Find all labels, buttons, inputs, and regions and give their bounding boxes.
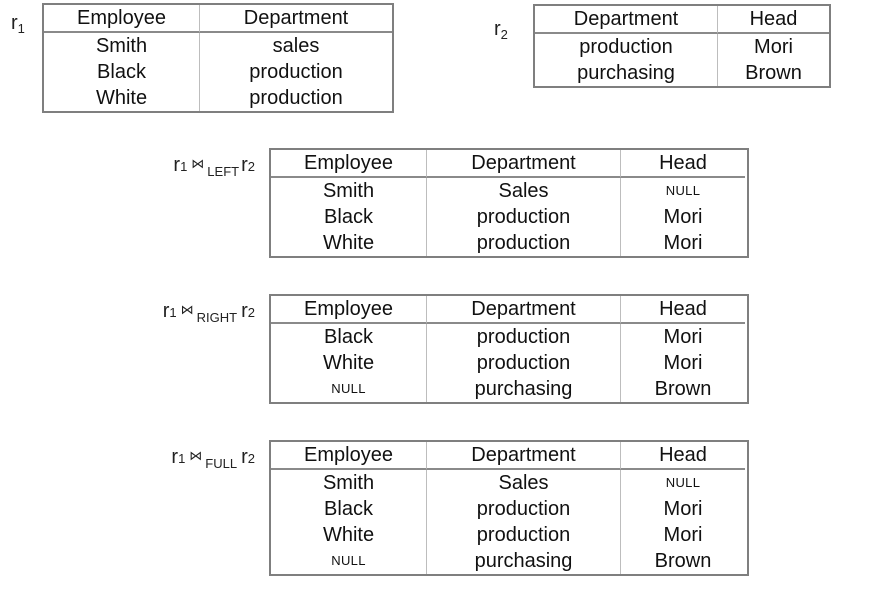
table-cell: production xyxy=(199,59,392,85)
table-cell: Brown xyxy=(620,376,745,402)
table-cell: Black xyxy=(97,61,146,83)
table-cell: Smith xyxy=(95,35,148,57)
table-cell: Mori xyxy=(620,350,745,376)
column-header: Department xyxy=(535,6,717,34)
column-header: Employee xyxy=(271,442,426,470)
table-cell: Mori xyxy=(620,324,745,350)
column-header: Employee xyxy=(271,150,426,178)
join-kind: RIGHT xyxy=(196,310,238,325)
column-header: Department xyxy=(426,150,620,178)
column-header: Employee xyxy=(271,296,426,324)
column-header: Head xyxy=(620,150,745,178)
null-cell: NULL xyxy=(620,178,745,204)
table-cell: sales xyxy=(199,33,392,59)
left-relation-subscript: 1 xyxy=(180,159,188,174)
table-cell: Mori xyxy=(620,230,745,256)
table-cell: purchasing xyxy=(426,376,620,402)
table-cell: White xyxy=(322,352,375,374)
table-cell: White xyxy=(322,524,375,546)
table-cell: Sales xyxy=(426,178,620,204)
relation-r2-label: r2 xyxy=(494,18,508,42)
table-cell: Black xyxy=(324,326,373,348)
null-cell: NULL xyxy=(331,381,366,396)
left-relation-subscript: 1 xyxy=(169,305,177,320)
table-cell: production xyxy=(426,496,620,522)
right-relation-subscript: 2 xyxy=(247,159,255,174)
column-header: Head xyxy=(620,296,745,324)
column-header: Employee xyxy=(44,5,199,33)
table-cell: purchasing xyxy=(577,62,675,84)
table-cell: Smith xyxy=(322,180,375,202)
relation-name: r xyxy=(11,12,18,34)
table-cell: Mori xyxy=(620,204,745,230)
table-cell: production xyxy=(579,36,673,58)
relation-r1-label: r1 xyxy=(11,12,25,36)
column-header: Department xyxy=(426,442,620,470)
left-relation-name: r xyxy=(162,300,170,322)
table-cell: White xyxy=(322,232,375,254)
null-cell: NULL xyxy=(331,553,366,568)
table-cell: Smith xyxy=(322,472,375,494)
join-operator-icon: ⋈ xyxy=(191,156,205,171)
null-cell: NULL xyxy=(620,470,745,496)
table-cell: Black xyxy=(324,498,373,520)
table-cell: Brown xyxy=(620,548,745,574)
table-cell: production xyxy=(426,230,620,256)
column-header: Head xyxy=(620,442,745,470)
right-relation-subscript: 2 xyxy=(247,305,255,320)
table-cell: production xyxy=(426,522,620,548)
right-relation-name: r xyxy=(241,300,248,322)
table-cell: Mori xyxy=(717,34,829,60)
join-operator-icon: ⋈ xyxy=(189,448,203,463)
table-cell: purchasing xyxy=(426,548,620,574)
join-kind: FULL xyxy=(205,456,238,471)
right-relation-subscript: 2 xyxy=(247,451,255,466)
right-relation-name: r xyxy=(241,446,248,468)
left-relation-name: r xyxy=(171,446,179,468)
left-relation-subscript: 1 xyxy=(178,451,186,466)
join-operator-icon: ⋈ xyxy=(180,302,194,317)
column-header: Head xyxy=(717,6,829,34)
table-cell: production xyxy=(199,85,392,111)
relation-subscript: 2 xyxy=(500,27,508,42)
relation-subscript: 1 xyxy=(17,21,25,36)
relation-name: r xyxy=(494,18,501,40)
column-header: Department xyxy=(426,296,620,324)
table-cell: Brown xyxy=(717,60,829,86)
table-cell: Sales xyxy=(426,470,620,496)
table-cell: Black xyxy=(324,206,373,228)
table-cell: production xyxy=(426,350,620,376)
join-kind: LEFT xyxy=(207,164,240,179)
table-cell: Mori xyxy=(620,496,745,522)
column-header: Department xyxy=(199,5,392,33)
left-relation-name: r xyxy=(173,154,181,176)
table-cell: Mori xyxy=(620,522,745,548)
table-cell: production xyxy=(426,204,620,230)
table-cell: White xyxy=(95,87,148,109)
table-cell: production xyxy=(426,324,620,350)
right-relation-name: r xyxy=(241,154,248,176)
